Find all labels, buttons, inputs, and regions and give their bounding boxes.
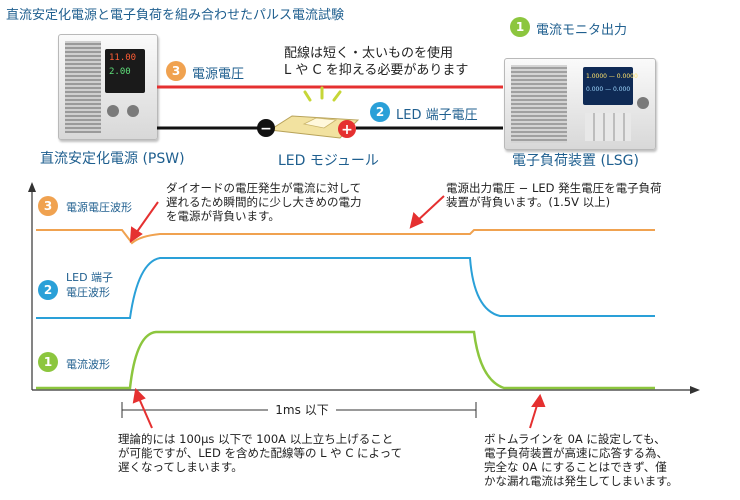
- minus-sign: −: [260, 121, 272, 137]
- rise-note-arrow: [138, 396, 152, 428]
- plus-sign: +: [341, 122, 353, 138]
- bottom-note-line: かな漏れ電流は発生してしまいます。: [484, 474, 678, 488]
- led-voltage-waveform: [36, 258, 655, 318]
- current-waveform: [36, 332, 655, 388]
- diode-note-line: ダイオードの電圧発生が電流に対して: [166, 181, 362, 195]
- bottom-note-line: 電子負荷装置が高速に応答する為、: [484, 446, 678, 460]
- waveform-badge-3: 3: [38, 196, 58, 216]
- led-voltage-waveform-label: LED 端子 電圧波形: [66, 270, 113, 300]
- y-axis-arrow-icon: [28, 182, 36, 192]
- diode-note-line: を電源が背負います。: [166, 209, 362, 223]
- supply-note: 電源出力電圧 − LED 発生電圧を電子負荷 装置が背負います。(1.5V 以上…: [446, 181, 662, 209]
- supply-note-line: 電源出力電圧 − LED 発生電圧を電子負荷: [446, 181, 662, 195]
- supply-note-arrow: [416, 196, 444, 222]
- current-waveform-label: 電流波形: [66, 356, 110, 372]
- diode-note: ダイオードの電圧発生が電流に対して 遅れるため瞬間的に少し大きめの電力 を電源が…: [166, 181, 362, 223]
- led-voltage-label-line: 電圧波形: [66, 285, 113, 300]
- bottom-note-line: ボトムラインを 0A に設定しても、: [484, 432, 678, 446]
- waveform-badge-1: 1: [38, 352, 58, 372]
- supply-voltage-waveform: [36, 230, 655, 243]
- x-axis-arrow-icon: [690, 386, 700, 394]
- time-span-label: 1ms 以下: [275, 403, 328, 417]
- bottom-note-line: 完全な 0A にすることはできず、僅: [484, 460, 678, 474]
- led-voltage-label-line: LED 端子: [66, 270, 113, 285]
- bottom-note-arrowhead-icon: [533, 396, 544, 406]
- waveform-badge-2: 2: [38, 280, 58, 300]
- supply-voltage-waveform-label: 電源電圧波形: [66, 199, 132, 215]
- diode-note-line: 遅れるため瞬間的に少し大きめの電力: [166, 195, 362, 209]
- supply-note-line: 装置が背負います。(1.5V 以上): [446, 195, 662, 209]
- rise-note-line: 遅くなってしまいます。: [118, 460, 402, 474]
- bottom-note: ボトムラインを 0A に設定しても、 電子負荷装置が高速に応答する為、 完全な …: [484, 432, 678, 488]
- rise-note: 理論的には 100μs 以下で 100A 以上立ち上げること が可能ですが、LE…: [118, 432, 402, 474]
- led-light-rays-icon: [305, 88, 340, 100]
- rise-note-line: 理論的には 100μs 以下で 100A 以上立ち上げること: [118, 432, 402, 446]
- supply-note-arrowhead-icon: [411, 214, 422, 227]
- rise-note-line: が可能ですが、LED を含めた配線等の L や C によって: [118, 446, 402, 460]
- rise-note-arrowhead-icon: [134, 390, 144, 402]
